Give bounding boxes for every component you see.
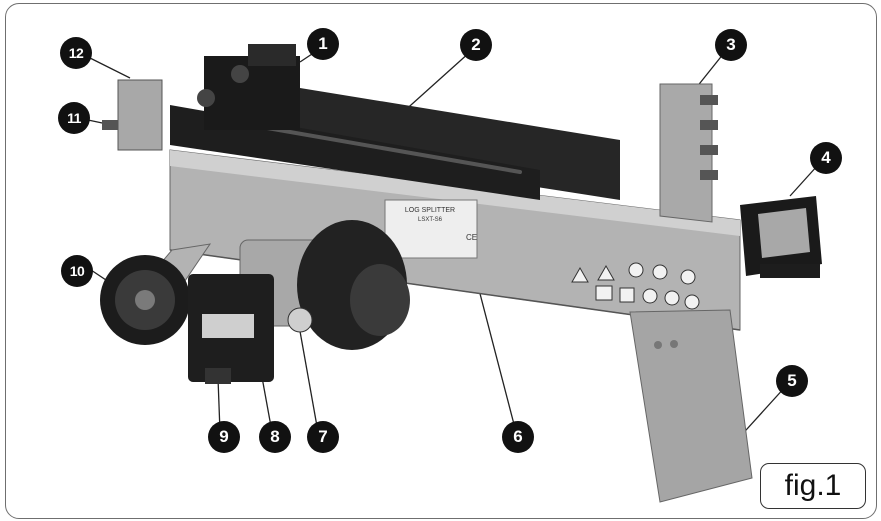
warning-decals — [571, 262, 700, 310]
callout-11: 11 — [58, 102, 90, 134]
callout-3: 3 — [715, 29, 747, 61]
ce-mark: CE — [466, 233, 477, 242]
callout-12: 12 — [60, 37, 92, 69]
front-leg — [629, 309, 753, 503]
callout-10: 10 — [61, 255, 93, 287]
callout-2: 2 — [460, 29, 492, 61]
callout-8: 8 — [259, 421, 291, 453]
beam-top — [170, 150, 740, 236]
callout-1: 1 — [307, 28, 339, 60]
callout-9: 9 — [208, 421, 240, 453]
callout-4: 4 — [810, 142, 842, 174]
plate-title: LOG SPLITTER — [405, 207, 455, 214]
rear-plate — [117, 79, 163, 151]
figure-label: fig.1 — [760, 463, 866, 509]
rating-plate — [384, 199, 478, 259]
start-button — [287, 307, 313, 333]
splitting-wedge — [659, 83, 713, 223]
callout-5: 5 — [776, 365, 808, 397]
callout-7: 7 — [307, 421, 339, 453]
plate-model: LSXT-S6 — [418, 217, 443, 223]
callout-6: 6 — [502, 421, 534, 453]
log-pusher — [204, 56, 300, 130]
figure-frame — [5, 3, 877, 519]
rear-bolt — [102, 120, 118, 130]
